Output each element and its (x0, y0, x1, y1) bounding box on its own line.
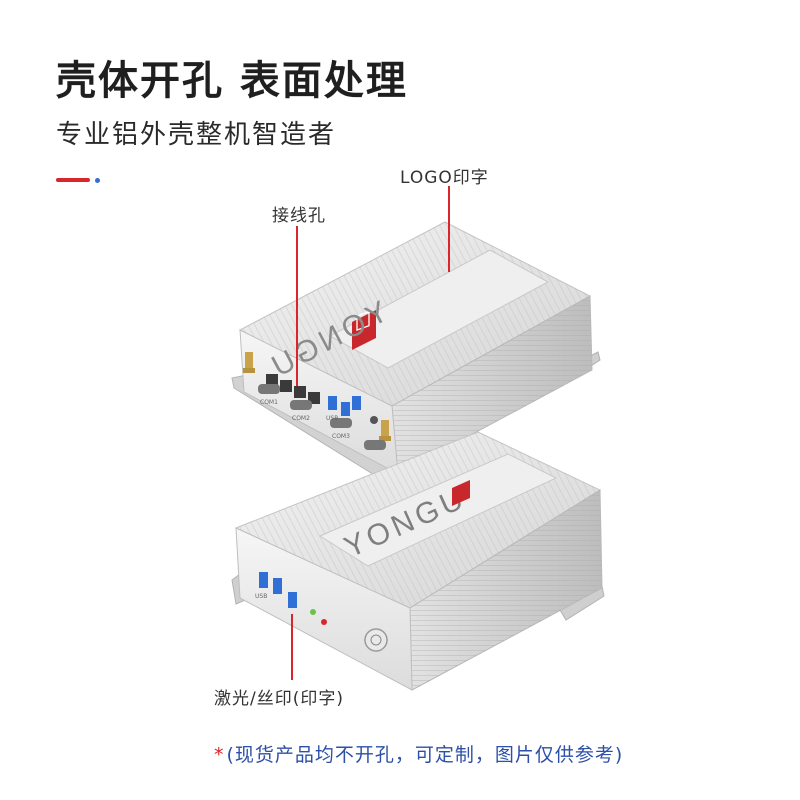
accent-bar-red (56, 178, 90, 182)
connector-callout-label: 接线孔 (272, 206, 326, 226)
disclaimer-note: *(现货产品均不开孔，可定制，图片仅供参考) (214, 740, 623, 767)
svg-text:USB: USB (326, 415, 338, 422)
antenna-connector-left (243, 352, 255, 373)
svg-text:COM1: COM1 (260, 399, 278, 406)
usb-ports-upper: USB (326, 396, 361, 422)
svg-text:COM3: COM3 (332, 433, 350, 440)
com-port-2: COM2 (290, 400, 312, 422)
laser-callout-label: 激光/丝印(印字) (214, 689, 344, 709)
antenna-connector-right (379, 420, 391, 441)
power-button-lower (364, 628, 388, 652)
power-button-upper (370, 416, 378, 424)
logo-callout-label: LOGO印字 (400, 168, 489, 188)
brand-logo-badge (352, 310, 376, 350)
status-led-red (321, 619, 327, 625)
lan-ports (266, 374, 320, 404)
page-subtitle: 专业铝外壳整机智造者 (56, 120, 337, 150)
com-port-4 (364, 440, 386, 450)
svg-text:COM2: COM2 (292, 415, 310, 422)
com-port-3: COM3 (330, 418, 352, 440)
page-title: 壳体开孔 表面处理 (56, 58, 408, 104)
svg-text:USB: USB (255, 593, 267, 600)
brand-logo-badge-lower (452, 480, 470, 506)
disclaimer-text: (现货产品均不开孔，可定制，图片仅供参考) (226, 744, 624, 766)
status-led-green (310, 609, 316, 615)
accent-dot-blue (95, 178, 100, 183)
disclaimer-star: * (214, 744, 225, 766)
usb-ports-lower: USB (255, 572, 297, 608)
com-port-1: COM1 (258, 384, 280, 406)
upper-enclosure: YONGU COM1 COM2 COM3 (231, 221, 601, 477)
lower-enclosure: YONGU USB (231, 431, 605, 691)
